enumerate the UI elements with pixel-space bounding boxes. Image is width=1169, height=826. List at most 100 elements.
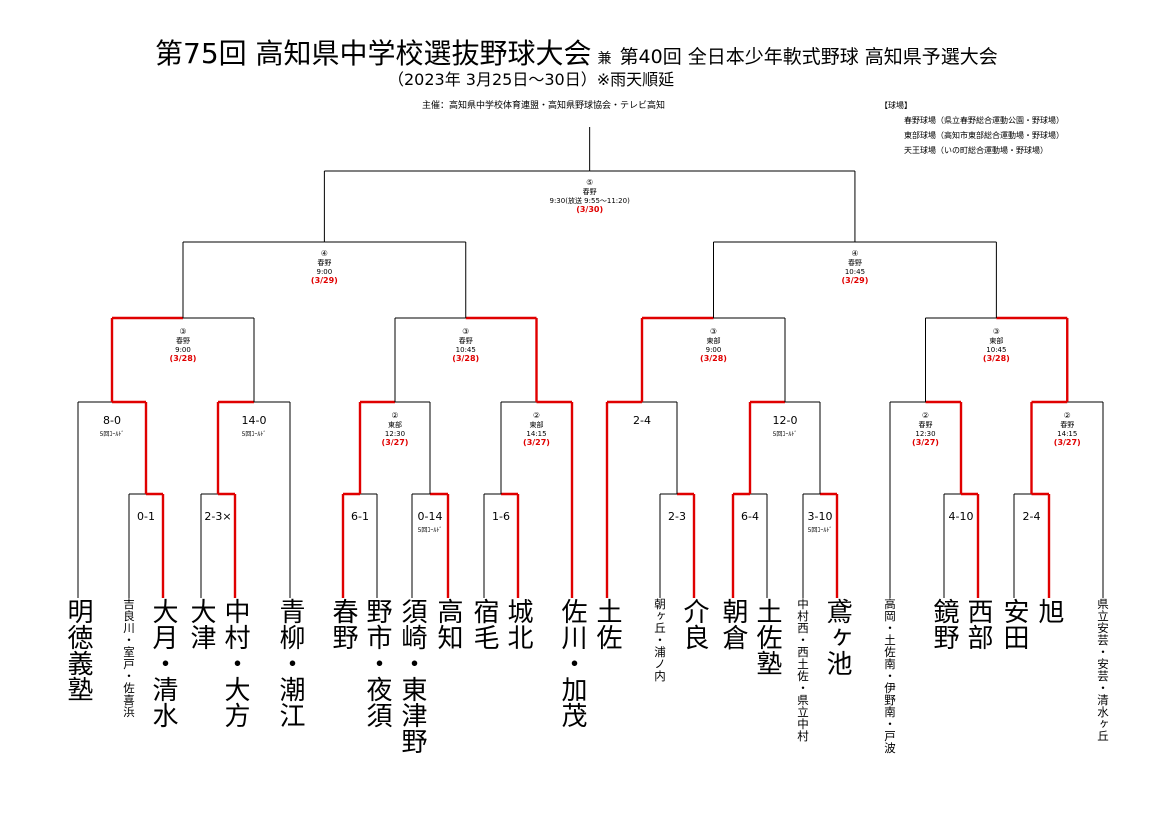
match-round: ③ [710, 327, 717, 336]
match-date: (3/27) [1054, 438, 1081, 447]
team-name: 野市・夜須 [362, 598, 392, 728]
match-round: ⑤ [586, 178, 593, 187]
match-score: 6-1 [351, 510, 369, 523]
team-name: 旭 [1034, 598, 1064, 624]
match-score: 2-3× [204, 510, 231, 523]
match-date: (3/28) [700, 354, 727, 363]
organizer: 主催：高知県中学校体育連盟・高知県野球協会・テレビ高知 [422, 101, 666, 111]
team-name: 吉良川・室戸・佐喜浜 [122, 598, 136, 718]
match-score: 1-6 [492, 510, 510, 523]
page-title: 第75回 高知県中学校選抜野球大会兼第40回 全日本少年軟式野球 高知県予選大会 [155, 32, 998, 72]
match-venue: 春野 [1060, 420, 1074, 429]
match-note: 5回ｺｰﾙﾄﾞ [418, 527, 443, 534]
match-venue: 春野 [176, 336, 190, 345]
match-venue: 春野 [583, 187, 597, 196]
team-name: 高知 [433, 598, 463, 650]
venue-item: 天王球場（いの町総合運動場・野球場） [904, 146, 1048, 155]
match-time: 10:45 [986, 346, 1006, 354]
team-name: 鏡野 [929, 598, 959, 650]
team-name: 大津 [186, 598, 216, 650]
team-name: 土佐塾 [752, 598, 782, 676]
match-time: 14:15 [1057, 430, 1077, 438]
team-name: 高岡・土佐南・伊野南・戸波 [883, 598, 897, 754]
match-note: 5回ｺｰﾙﾄﾞ [242, 431, 267, 438]
match-note: 5回ｺｰﾙﾄﾞ [773, 431, 798, 438]
match-time: 14:15 [526, 430, 546, 438]
team-name: 土佐 [592, 598, 622, 650]
match-date: (3/28) [983, 354, 1010, 363]
match-note: 5回ｺｰﾙﾄﾞ [808, 527, 833, 534]
team-name: 安田 [999, 598, 1029, 650]
match-score: 14-0 [242, 414, 267, 427]
venue-item: 東部球場（高知市東部総合運動場・野球場） [904, 131, 1064, 140]
match-note: 5回ｺｰﾙﾄﾞ [100, 431, 125, 438]
match-venue: 春野 [317, 258, 331, 267]
team-name: 朝倉 [718, 598, 748, 650]
match-round: ② [922, 411, 929, 420]
team-name: 県立安芸・安芸・清水ヶ丘 [1096, 598, 1110, 742]
title-main: 第75回 高知県中学校選抜野球大会 [155, 37, 592, 70]
team-name: 春野 [328, 598, 358, 650]
match-score: 3-10 [808, 510, 833, 523]
match-score: 0-1 [137, 510, 155, 523]
match-round: ③ [462, 327, 469, 336]
match-date: (3/29) [841, 276, 868, 285]
match-venue: 東部 [388, 420, 402, 429]
match-date: (3/30) [576, 205, 603, 214]
match-venue: 春野 [459, 336, 473, 345]
match-date: (3/27) [912, 438, 939, 447]
team-name: 西部 [963, 598, 993, 650]
team-name: 中村西・西土佐・県立中村 [796, 598, 810, 742]
team-name: 須崎・東津野 [397, 598, 427, 754]
venue-list: 【球場】 春野球場（県立春野総合運動公園・野球場） 東部球場（高知市東部総合運動… [880, 98, 1064, 158]
match-time: 9:30(放送 9:55～11:20) [550, 196, 631, 205]
match-time: 10:45 [456, 346, 476, 354]
team-name: 介良 [679, 598, 709, 650]
venue-heading: 【球場】 [880, 101, 912, 110]
match-score: 8-0 [103, 414, 121, 427]
match-score: 4-10 [949, 510, 974, 523]
match-round: ④ [851, 249, 858, 258]
match-round: ③ [179, 327, 186, 336]
team-name: 中村・大方 [220, 598, 250, 728]
match-date: (3/28) [170, 354, 197, 363]
match-score: 0-14 [418, 510, 443, 523]
match-venue: 東部 [989, 336, 1003, 345]
match-score: 2-3 [668, 510, 686, 523]
match-round: ④ [321, 249, 328, 258]
match-score: 2-4 [1023, 510, 1041, 523]
team-name: 城北 [503, 598, 533, 650]
match-round: ② [391, 411, 398, 420]
match-score: 6-4 [741, 510, 759, 523]
match-score: 2-4 [633, 414, 651, 427]
match-round: ② [533, 411, 540, 420]
match-score: 12-0 [773, 414, 798, 427]
team-name: 青柳・潮江 [275, 598, 305, 728]
match-date: (3/27) [523, 438, 550, 447]
tournament-dates: （2023年 3月25日～30日）※雨天順延 [388, 70, 675, 89]
title-subtitle: 第40回 全日本少年軟式野球 高知県予選大会 [619, 46, 998, 68]
venue-item: 春野球場（県立春野総合運動公園・野球場） [904, 116, 1064, 125]
match-time: 12:30 [385, 430, 405, 438]
match-time: 9:00 [317, 268, 333, 276]
match-date: (3/29) [311, 276, 338, 285]
match-time: 9:00 [175, 346, 191, 354]
team-name: 鳶ヶ池 [822, 598, 852, 676]
team-name: 佐川・加茂 [557, 598, 587, 728]
team-name: 明徳義塾 [63, 598, 93, 702]
match-time: 10:45 [845, 268, 865, 276]
match-venue: 東部 [530, 420, 544, 429]
match-date: (3/28) [452, 354, 479, 363]
match-venue: 春野 [919, 420, 933, 429]
match-round: ③ [993, 327, 1000, 336]
match-date: (3/27) [382, 438, 409, 447]
match-venue: 東部 [707, 336, 721, 345]
team-name: 大月・清水 [148, 598, 178, 728]
team-name: 朝ヶ丘・浦ノ内 [653, 598, 667, 682]
team-name: 宿毛 [469, 598, 499, 650]
match-time: 12:30 [915, 430, 935, 438]
title-kane: 兼 [597, 51, 612, 67]
match-venue: 春野 [848, 258, 862, 267]
match-time: 9:00 [706, 346, 722, 354]
